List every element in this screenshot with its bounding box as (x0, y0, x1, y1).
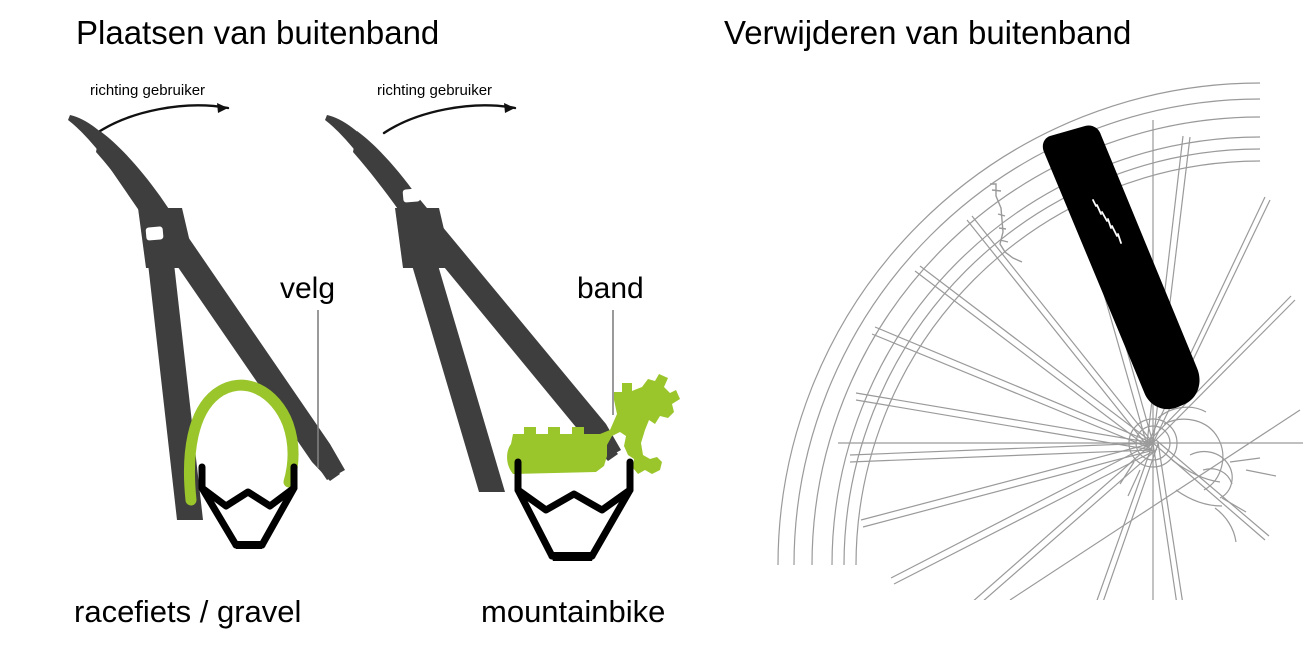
wheel-tire (777, 82, 1261, 566)
direction-label-mtb: richting gebruiker (377, 82, 493, 99)
caption-mountainbike: mountainbike (481, 594, 666, 629)
lever-brand-mark (1092, 199, 1122, 244)
rim-profile-mtb (514, 458, 634, 560)
tire-lever-black (1042, 125, 1200, 410)
page-title-remove: Verwijderen van buitenband (724, 14, 1132, 51)
valve-stem (990, 183, 1023, 263)
rim-profile-road (198, 463, 298, 549)
tire-label: band (577, 272, 644, 305)
direction-arrow-mtb (382, 103, 517, 135)
direction-label-road: richting gebruiker (90, 82, 206, 99)
cross-section-illustrations (68, 103, 680, 561)
tire-lever-road (68, 115, 345, 520)
wheel-hub (1119, 406, 1277, 543)
install-tire-panel: Plaatsen van buitenband richting gebruik… (68, 14, 680, 629)
direction-arrow-road (95, 103, 230, 135)
page-title-install: Plaatsen van buitenband (76, 14, 440, 51)
wheel-spokes (849, 135, 1296, 600)
figure-mountainbike (325, 103, 680, 561)
remove-tire-panel: Verwijderen van buitenband (724, 0, 1303, 651)
tire-profile-mtb (507, 374, 680, 474)
tire-lever-mtb (325, 115, 621, 492)
tire-bead-road (183, 379, 299, 506)
rim-label: velg (280, 272, 336, 305)
wheel-rim (831, 136, 1261, 566)
figure-road-gravel (68, 103, 345, 549)
caption-road-gravel: racefiets / gravel (74, 594, 302, 629)
wheel-line-drawing (777, 82, 1303, 600)
